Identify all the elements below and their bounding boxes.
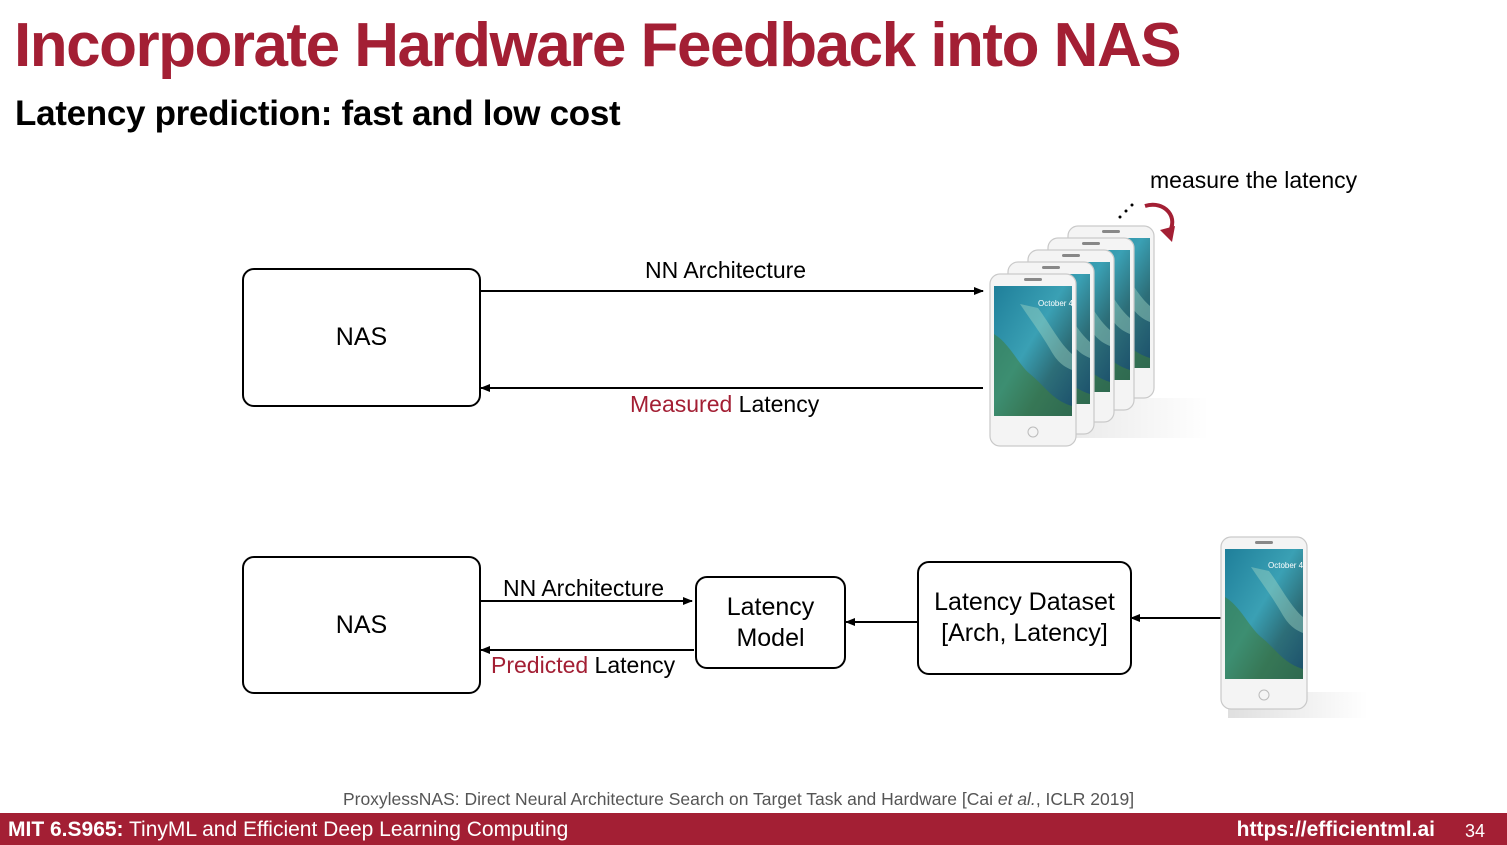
footer-course: MIT 6.S965: TinyML and Efficient Deep Le… bbox=[8, 818, 568, 842]
citation: ProxylessNAS: Direct Neural Architecture… bbox=[0, 788, 1477, 810]
slide-subtitle: Latency prediction: fast and low cost bbox=[15, 94, 621, 133]
page-number: 34 bbox=[1464, 821, 1485, 841]
top-back-label: Measured Latency bbox=[630, 390, 819, 418]
phone-stack bbox=[989, 225, 1210, 447]
measure-rotation-arrowhead bbox=[1160, 226, 1175, 242]
footer-bar: MIT 6.S965: TinyML and Efficient Deep Le… bbox=[0, 813, 1507, 845]
citation-italic: et al. bbox=[997, 789, 1036, 809]
footer-url-link[interactable]: https://efficientml.ai bbox=[1236, 818, 1435, 841]
top-back-label-rest: Latency bbox=[732, 391, 820, 417]
latency-dataset-line2: [Arch, Latency] bbox=[941, 619, 1108, 647]
latency-model-line2: Model bbox=[736, 623, 805, 652]
latency-model-line1: Latency bbox=[726, 592, 815, 621]
slide-title: Incorporate Hardware Feedback into NAS bbox=[14, 11, 1182, 80]
latency-model-box: Latency Model bbox=[695, 576, 846, 669]
top-nas-box: NAS bbox=[242, 268, 481, 407]
bottom-nas-box: NAS bbox=[242, 556, 481, 694]
bottom-forward-label: NN Architecture bbox=[503, 575, 665, 601]
top-back-label-highlight: Measured bbox=[630, 391, 733, 417]
top-nas-label: NAS bbox=[335, 323, 388, 351]
latency-dataset-box: Latency Dataset [Arch, Latency] bbox=[917, 561, 1132, 675]
citation-prefix: ProxylessNAS: Direct Neural Architecture… bbox=[342, 789, 998, 809]
citation-suffix: , ICLR 2019] bbox=[1035, 789, 1135, 809]
bottom-back-label-rest: Latency bbox=[588, 652, 676, 678]
single-phone bbox=[1220, 536, 1368, 718]
measure-latency-label: measure the latency bbox=[1150, 167, 1358, 193]
top-forward-label: NN Architecture bbox=[645, 257, 807, 283]
footer-course-name: TinyML and Efficient Deep Learning Compu… bbox=[123, 818, 569, 841]
bottom-phone-date: October 4 bbox=[1268, 561, 1304, 570]
bottom-nas-label: NAS bbox=[335, 610, 388, 639]
latency-dataset-line1: Latency Dataset bbox=[934, 588, 1115, 616]
ellipsis-icon bbox=[1118, 203, 1134, 219]
footer-course-code: MIT 6.S965: bbox=[8, 818, 124, 841]
bottom-back-label: Predicted Latency bbox=[491, 651, 675, 679]
bottom-back-label-highlight: Predicted bbox=[491, 652, 589, 678]
top-phone-date: October 4 bbox=[1038, 299, 1074, 308]
